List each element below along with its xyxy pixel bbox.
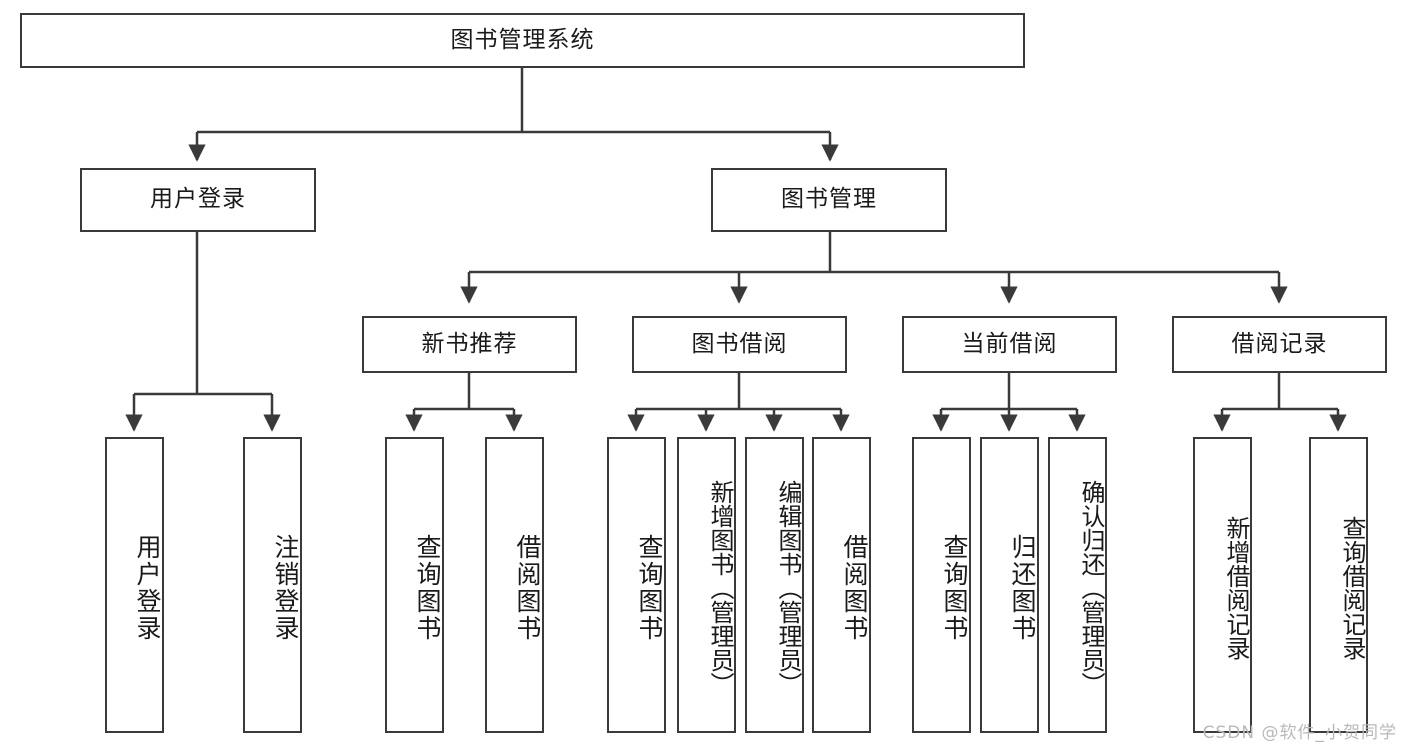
node-leaf-query-book-2-label: 查询图书 [635,534,664,642]
node-leaf-return-book[interactable]: 归还图书 [980,437,1039,733]
node-leaf-query-book-1-label: 查询图书 [413,534,442,642]
node-book-manage[interactable]: 图书管理 [711,168,947,232]
node-leaf-query-book-2[interactable]: 查询图书 [607,437,666,733]
node-leaf-borrow-book-1-label: 借阅图书 [513,534,542,642]
node-leaf-query-record-label: 查询借阅记录 [1338,516,1366,660]
node-leaf-confirm-return-label: 确认归还（管理员） [1077,480,1105,696]
node-borrow-record-label: 借阅记录 [1231,330,1328,357]
node-leaf-query-book-3-label: 查询图书 [940,534,969,642]
node-new-book-rec[interactable]: 新书推荐 [362,316,577,373]
edges-user-login [125,232,281,432]
node-new-book-rec-label: 新书推荐 [421,330,518,357]
node-leaf-return-book-label: 归还图书 [1008,534,1037,642]
edges-borrow-record [1213,373,1347,432]
node-leaf-edit-book-label: 编辑图书（管理员） [774,480,802,696]
node-leaf-query-record[interactable]: 查询借阅记录 [1309,437,1368,733]
node-leaf-confirm-return[interactable]: 确认归还（管理员） [1048,437,1107,733]
node-leaf-query-book-1[interactable]: 查询图书 [385,437,444,733]
node-leaf-add-record[interactable]: 新增借阅记录 [1193,437,1252,733]
node-book-manage-label: 图书管理 [781,186,877,213]
edges-book-manage [460,232,1288,304]
node-current-borrow-label: 当前借阅 [961,330,1058,357]
node-user-login[interactable]: 用户登录 [80,168,316,232]
node-leaf-logout-label: 注销登录 [271,534,300,642]
node-user-login-label: 用户登录 [150,186,246,213]
node-book-borrow-label: 图书借阅 [691,330,788,357]
node-leaf-logout[interactable]: 注销登录 [243,437,302,733]
node-leaf-edit-book[interactable]: 编辑图书（管理员） [745,437,804,733]
edges-book-borrow [627,373,850,432]
edges-current-borrow [932,373,1086,432]
node-leaf-borrow-book-2-label: 借阅图书 [840,534,869,642]
edges-root [188,68,839,162]
node-leaf-borrow-book-1[interactable]: 借阅图书 [485,437,544,733]
node-leaf-add-record-label: 新增借阅记录 [1222,516,1250,660]
node-root[interactable]: 图书管理系统 [20,13,1025,68]
node-leaf-add-book-label: 新增图书（管理员） [706,480,734,696]
node-leaf-user-login[interactable]: 用户登录 [105,437,164,733]
node-borrow-record[interactable]: 借阅记录 [1172,316,1387,373]
node-root-label: 图书管理系统 [450,26,595,53]
node-current-borrow[interactable]: 当前借阅 [902,316,1117,373]
node-leaf-add-book[interactable]: 新增图书（管理员） [677,437,736,733]
edges-new-book-rec [405,373,523,432]
node-leaf-query-book-3[interactable]: 查询图书 [912,437,971,733]
node-leaf-borrow-book-2[interactable]: 借阅图书 [812,437,871,733]
node-book-borrow[interactable]: 图书借阅 [632,316,847,373]
node-leaf-user-login-label: 用户登录 [133,534,162,642]
